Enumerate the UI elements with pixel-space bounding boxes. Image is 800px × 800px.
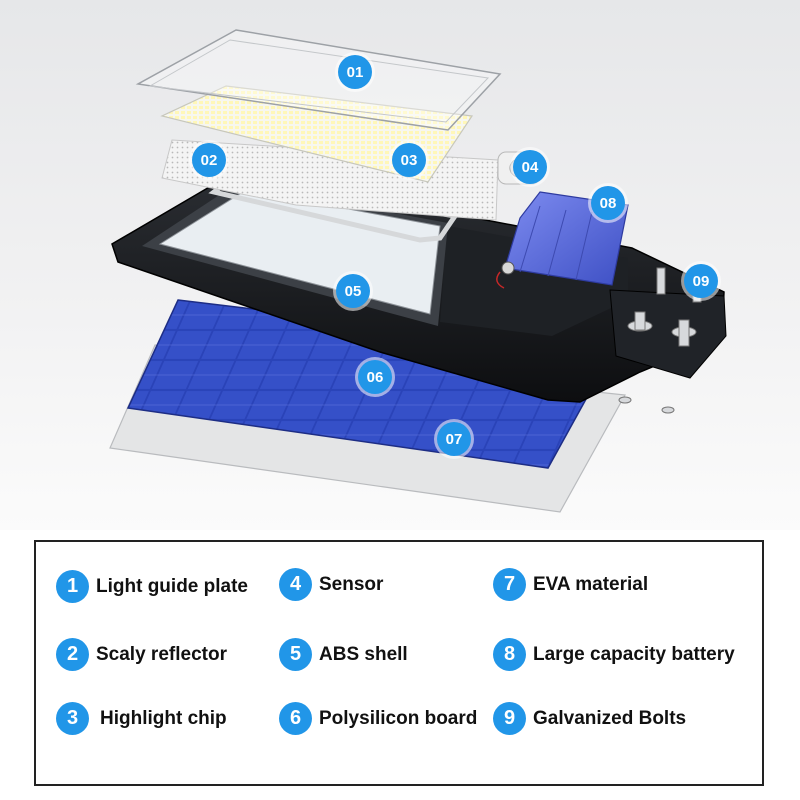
legend-number: 4 [279, 568, 312, 601]
callout-01: 01 [338, 55, 372, 89]
legend-number: 5 [279, 638, 312, 671]
legend-number: 3 [56, 702, 89, 735]
legend-item-light-guide-plate: 1 Light guide plate [56, 570, 248, 603]
legend-label: Light guide plate [96, 575, 248, 597]
legend-item-large-capacity-battery: 8 Large capacity battery [493, 638, 735, 671]
legend-box: 1 Light guide plate 2 Scaly reflector 3 … [34, 540, 764, 786]
callout-05: 05 [336, 274, 370, 308]
legend-number: 7 [493, 568, 526, 601]
legend-item-eva-material: 7 EVA material [493, 568, 648, 601]
legend-number: 1 [56, 570, 89, 603]
light-guide-plate [135, 29, 502, 131]
exploded-diagram: 01 02 03 04 05 06 07 08 09 [0, 0, 800, 530]
legend-label: Scaly reflector [96, 643, 227, 665]
callout-02: 02 [192, 143, 226, 177]
legend-number: 9 [493, 702, 526, 735]
callout-09: 09 [684, 264, 718, 298]
legend-label: EVA material [533, 573, 649, 595]
legend-item-abs-shell: 5 ABS shell [279, 638, 408, 671]
exploded-illustration [109, 29, 727, 513]
legend-label: Sensor [319, 573, 384, 595]
legend-label: Polysilicon board [319, 707, 478, 729]
callout-08: 08 [591, 186, 625, 220]
legend-item-galvanized-bolts: 9 Galvanized Bolts [493, 702, 686, 735]
legend-item-polysilicon-board: 6 Polysilicon board [279, 702, 477, 735]
shell-window [158, 189, 441, 315]
callout-03: 03 [392, 143, 426, 177]
legend-number: 6 [279, 702, 312, 735]
legend-number: 8 [493, 638, 526, 671]
callout-04: 04 [513, 150, 547, 184]
callout-06: 06 [358, 360, 392, 394]
legend-label: Large capacity battery [533, 643, 735, 665]
legend-label: Galvanized Bolts [533, 707, 687, 729]
legend-item-highlight-chip: 3 Highlight chip [56, 702, 227, 735]
legend-label: Highlight chip [100, 707, 227, 729]
legend-item-scaly-reflector: 2 Scaly reflector [56, 638, 227, 671]
legend-number: 2 [56, 638, 89, 671]
legend-item-sensor: 4 Sensor [279, 568, 383, 601]
callout-07: 07 [437, 422, 471, 456]
legend-label: ABS shell [319, 643, 408, 665]
